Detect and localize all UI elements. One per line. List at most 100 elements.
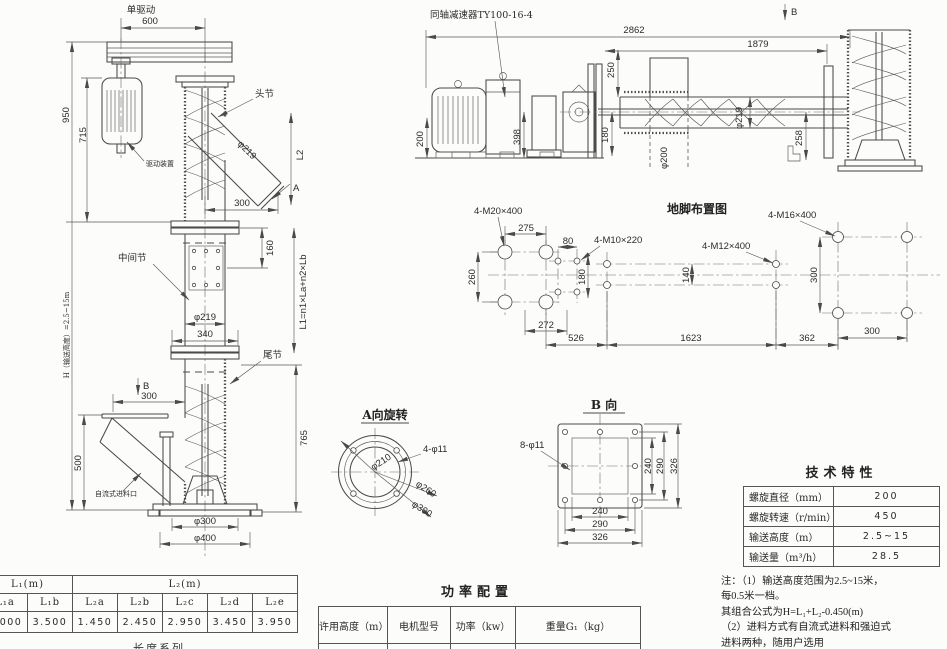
dim-h326: 326 xyxy=(592,532,608,543)
dim-300-vertical: 300 xyxy=(809,267,820,283)
dim-h290: 290 xyxy=(592,519,608,530)
bolt-m20-label: 4-M20×400 xyxy=(474,206,522,217)
m20-bolt-group xyxy=(490,240,562,318)
dim-h240: 240 xyxy=(592,506,608,517)
note-line: 每0.5米一档。 xyxy=(721,591,786,603)
dim-phi219-top: φ219 xyxy=(734,107,745,129)
dim-180: 180 xyxy=(600,127,611,143)
motor-horizontal xyxy=(431,80,487,153)
dim-500: 500 xyxy=(73,455,84,471)
dim-300-bottom: 300 xyxy=(141,391,157,402)
horizontal-assembly-view: B 同轴减速器TY100-16-4 2862 1879 200 398 250 … xyxy=(415,4,923,172)
length-value: 1.000 xyxy=(0,611,28,633)
feeder-pipe xyxy=(560,57,860,162)
bearing-mount xyxy=(526,95,562,158)
branch-phi219: φ219 xyxy=(235,139,258,162)
dim-180-foundation: 180 xyxy=(577,269,588,285)
length-value: 3.450 xyxy=(207,611,253,633)
dim-v326: 326 xyxy=(669,458,680,474)
view-b: B 向 8-φ11 240 290 326 240 290 326 xyxy=(520,397,682,547)
power-cell-empty xyxy=(387,643,451,649)
dim-526: 526 xyxy=(568,333,584,344)
middle-section xyxy=(170,220,240,360)
table-row: 螺旋直径（mm） 200 xyxy=(743,486,940,507)
l1-formula-label: L1=n1×La+n2×Lb xyxy=(298,254,309,329)
dim-2862: 2862 xyxy=(623,25,644,36)
note-line: 进料两种，随用户选用 xyxy=(721,637,824,649)
table-row: 螺旋转速（r/min） 450 xyxy=(743,506,940,527)
notes-block: 注：（1）输送高度范围为2.5~15米， 每0.5米一档。 其组合公式为H=L₁… xyxy=(721,574,947,649)
dim-phi219: φ219 xyxy=(194,312,216,323)
dim-1623: 1623 xyxy=(680,333,701,344)
dim-80: 80 xyxy=(563,236,574,247)
bolt-m10-label: 4-M10×220 xyxy=(594,235,642,246)
reducer-label: 同轴减速器TY100-16-4 xyxy=(430,9,533,21)
dim-275: 275 xyxy=(518,223,534,234)
dim-l2: L2 xyxy=(295,150,306,161)
base-assembly xyxy=(147,475,263,517)
note-line: 其组合公式为H=L₁+L₂-0.450(m) xyxy=(721,606,864,618)
vertical-screw-housing xyxy=(837,29,923,172)
belt-guard xyxy=(106,41,233,63)
tech-row-value: 450 xyxy=(833,506,940,527)
dim-v240: 240 xyxy=(643,458,654,474)
dim-phi300-view: φ300 xyxy=(410,499,434,520)
dim-140: 140 xyxy=(681,267,692,283)
table-row: 输送高度（m） 2.5~15 xyxy=(743,526,940,547)
table-row xyxy=(318,643,641,649)
clipped-caption: 长度系列 xyxy=(133,643,185,649)
dim-398: 398 xyxy=(512,129,523,145)
tech-row-value: 2.5~15 xyxy=(833,526,940,547)
drive-unit-label: 驱动装置 xyxy=(146,159,174,168)
drive-label: 单驱动 xyxy=(127,4,156,16)
dim-200-top: 200 xyxy=(415,131,426,147)
dim-362: 362 xyxy=(799,333,815,344)
table-row: L₁a L₁b L₂a L₂b L₂c L₂d L₂e xyxy=(0,593,298,612)
dim-340: 340 xyxy=(197,329,213,340)
bolt-m12-label: 4-M12×400 xyxy=(702,241,750,252)
length-col-header: L₂d xyxy=(207,593,253,612)
reducer xyxy=(485,72,521,155)
power-cell-empty xyxy=(450,643,516,649)
length-value: 1.450 xyxy=(72,611,118,633)
dim-250: 250 xyxy=(606,62,617,78)
coupling-assembly xyxy=(562,63,603,159)
dim-765: 765 xyxy=(299,430,310,446)
view-a-label: A xyxy=(293,183,300,194)
middle-section-label: 中间节 xyxy=(118,252,147,264)
inlet-label: 自流式进料口 xyxy=(95,489,137,498)
length-col-header: L₂a xyxy=(72,593,118,612)
dim-phi300: φ300 xyxy=(194,516,216,527)
dim-160: 160 xyxy=(265,240,276,256)
view-b-title: B 向 xyxy=(591,397,617,412)
length-value: 3.500 xyxy=(27,611,73,633)
view-a-rotation: A向旋转 4-φ11 φ210 φ260 φ300 xyxy=(331,407,447,520)
length-value: 2.950 xyxy=(162,611,208,633)
dim-phi260: φ260 xyxy=(414,479,438,500)
tech-characteristics-panel: 技术特性 螺旋直径（mm） 200 螺旋转速（r/min） 450 输送高度（m… xyxy=(743,462,940,567)
tech-row-label: 输送高度（m） xyxy=(743,526,834,547)
dim-300-top: 300 xyxy=(234,198,250,209)
dim-1879: 1879 xyxy=(747,39,768,50)
power-col-header: 功率（kw） xyxy=(450,606,516,644)
tech-table: 螺旋直径（mm） 200 螺旋转速（r/min） 450 输送高度（m） 2.5… xyxy=(743,486,940,567)
dim-258: 258 xyxy=(794,130,805,146)
dim-600: 600 xyxy=(142,16,158,27)
table-row: 输送量（m³/h） 28.5 xyxy=(743,546,940,567)
tech-row-label: 螺旋直径（mm） xyxy=(743,486,834,507)
view-a-title: A向旋转 xyxy=(361,407,407,422)
dim-phi210: φ210 xyxy=(369,452,393,473)
length-group-header: L₂(m) xyxy=(72,575,298,594)
dim-260: 260 xyxy=(467,269,478,285)
dim-300-horizontal: 300 xyxy=(864,326,880,337)
tail-section xyxy=(183,359,227,504)
dim-v290: 290 xyxy=(655,458,666,474)
length-table-panel: L₁(m) L₂(m) L₁a L₁b L₂a L₂b L₂c L₂d L₂e … xyxy=(0,575,298,633)
power-cell-empty xyxy=(515,643,641,649)
motor xyxy=(101,38,143,158)
power-config-panel: 功率配置 许用高度（m） 电机型号 功率（kw） 重量G₁（kg） xyxy=(318,581,641,649)
foundation-layout: 地脚布置图 4-M20×400 275 260 272 80 180 4-M10… xyxy=(467,201,940,350)
length-group-header: L₁(m) xyxy=(0,575,73,594)
